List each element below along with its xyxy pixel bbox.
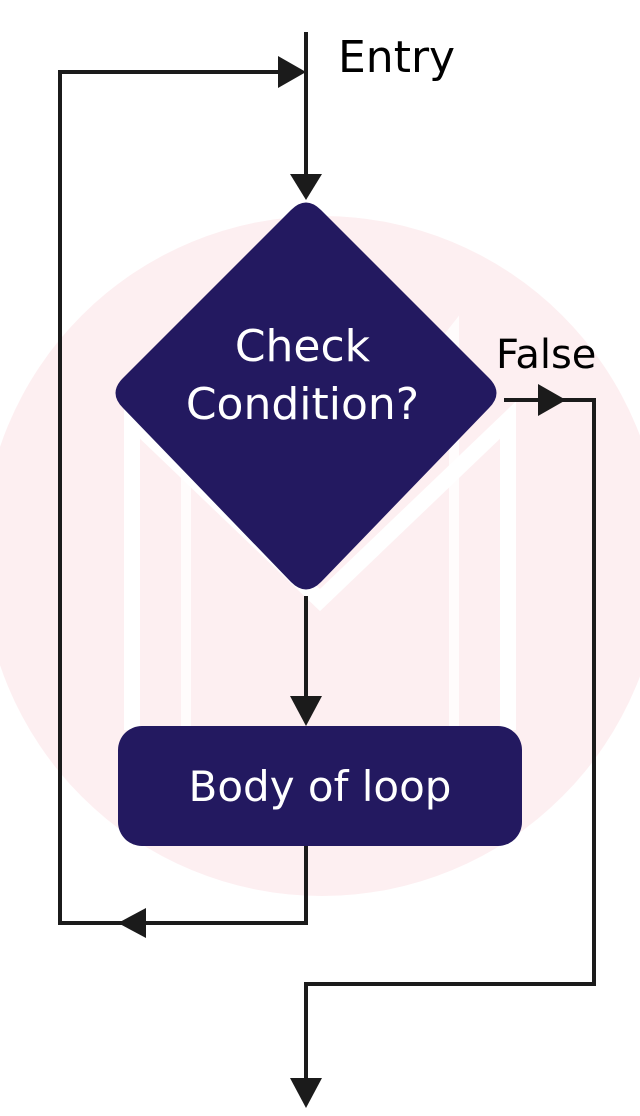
process-box [118, 726, 522, 846]
false-exit-connector [290, 384, 596, 1108]
decision-label-line-1: Check [234, 321, 371, 372]
false-arrowhead [538, 384, 566, 416]
loop-return-arrowhead [118, 908, 146, 938]
process-label: Body of loop [188, 761, 452, 811]
false-branch-label: False [496, 332, 597, 378]
decision-label: Check Condition? [130, 318, 475, 434]
loop-back-connector [58, 56, 308, 938]
decision-label-line-2: Condition? [185, 379, 420, 430]
loop-entry-arrowhead [278, 56, 306, 88]
entry-label: Entry [338, 32, 456, 83]
decision-diamond [115, 202, 497, 590]
true-connector [290, 596, 322, 726]
entry-connector [290, 32, 322, 200]
exit-arrowhead [290, 1078, 322, 1108]
